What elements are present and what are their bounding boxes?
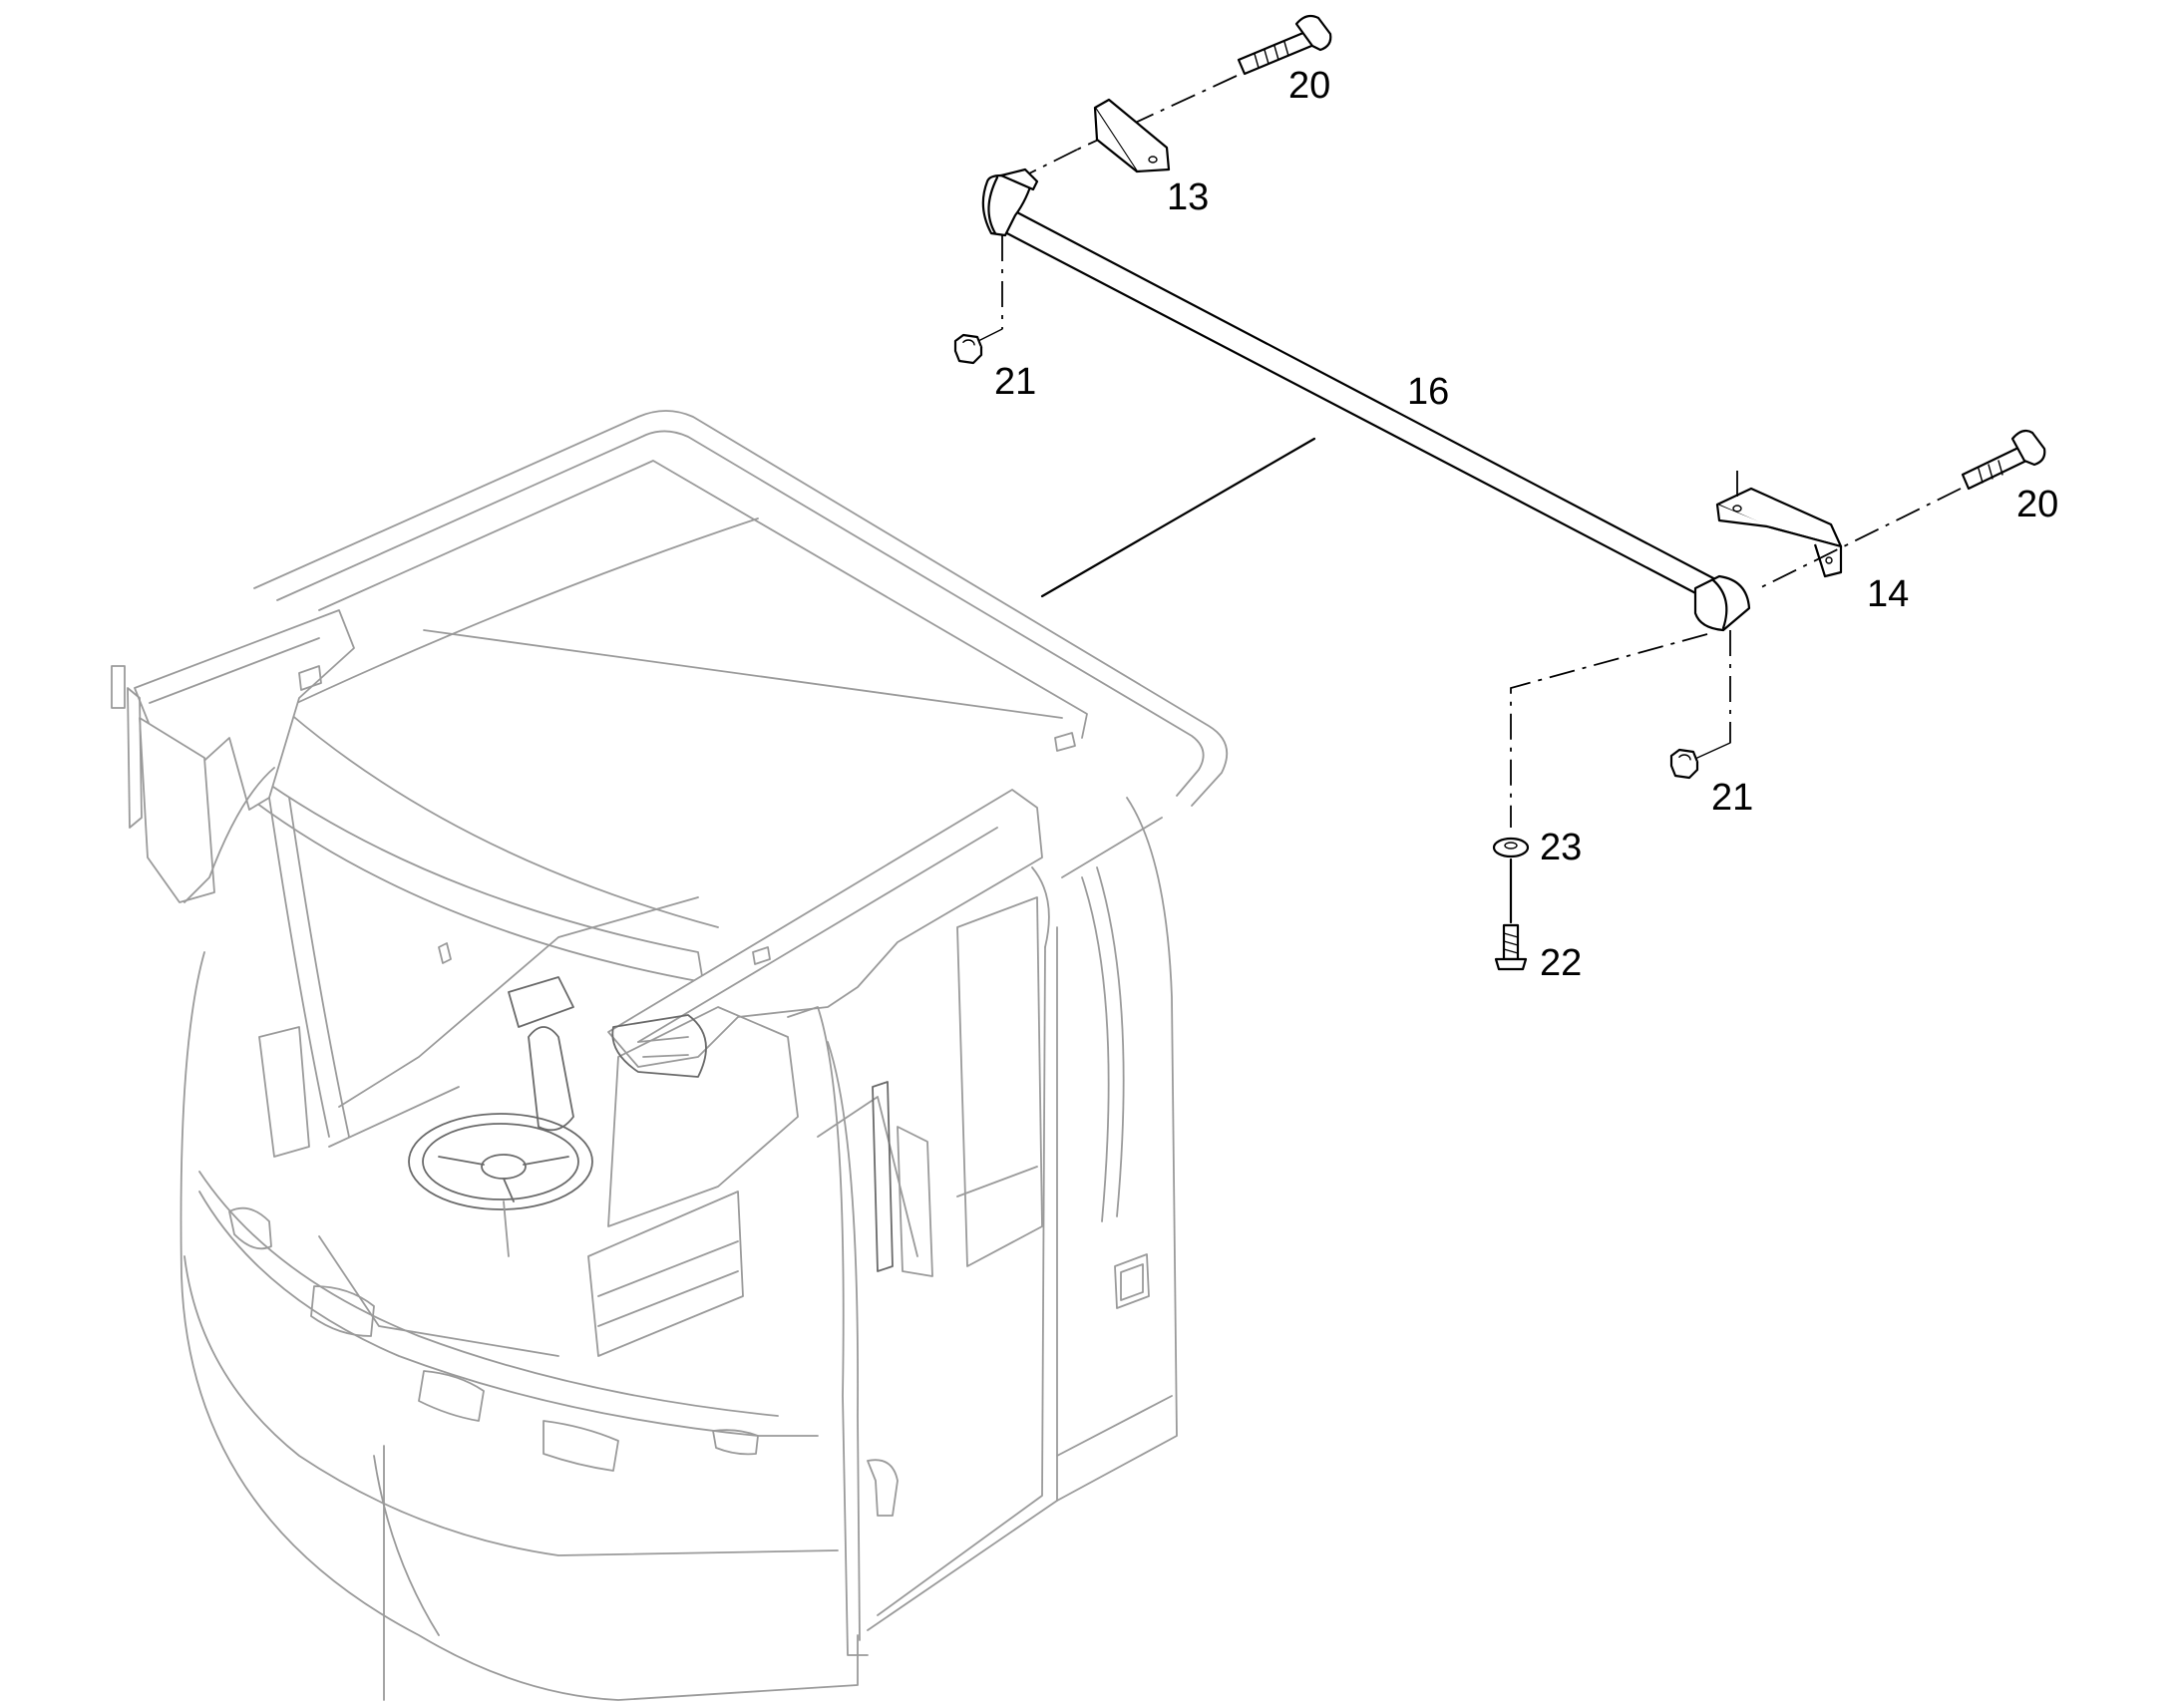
screw [1494, 923, 1528, 971]
nut-left [953, 333, 983, 365]
callout-nut-right: 21 [1711, 777, 1753, 819]
tube-bar [981, 168, 1751, 632]
callout-bracket-left: 13 [1167, 176, 1209, 218]
bolt-top [1237, 14, 1332, 76]
callout-bar: 16 [1407, 371, 1449, 413]
callout-bracket-right: 14 [1867, 573, 1909, 615]
callout-screw: 22 [1540, 942, 1582, 984]
callout-washer: 23 [1540, 827, 1582, 868]
bracket-left [1093, 98, 1171, 173]
washer [1492, 837, 1530, 858]
bracket-right [1715, 487, 1843, 578]
dash-bracket-left [1026, 149, 1078, 175]
dash-washer [1510, 633, 1708, 828]
nut-right [1669, 748, 1699, 780]
leader-nut-right [1696, 742, 1731, 759]
bolt-right [1961, 429, 2046, 491]
dash-bolt-right [1754, 488, 1962, 591]
callout-bolt-right: 20 [2016, 484, 2058, 525]
leader-bar-to-cab [1040, 437, 1316, 598]
callout-nut-left: 21 [994, 361, 1036, 403]
operator-cab-drawing [111, 410, 1229, 1701]
callout-bolt-top: 20 [1288, 65, 1330, 107]
